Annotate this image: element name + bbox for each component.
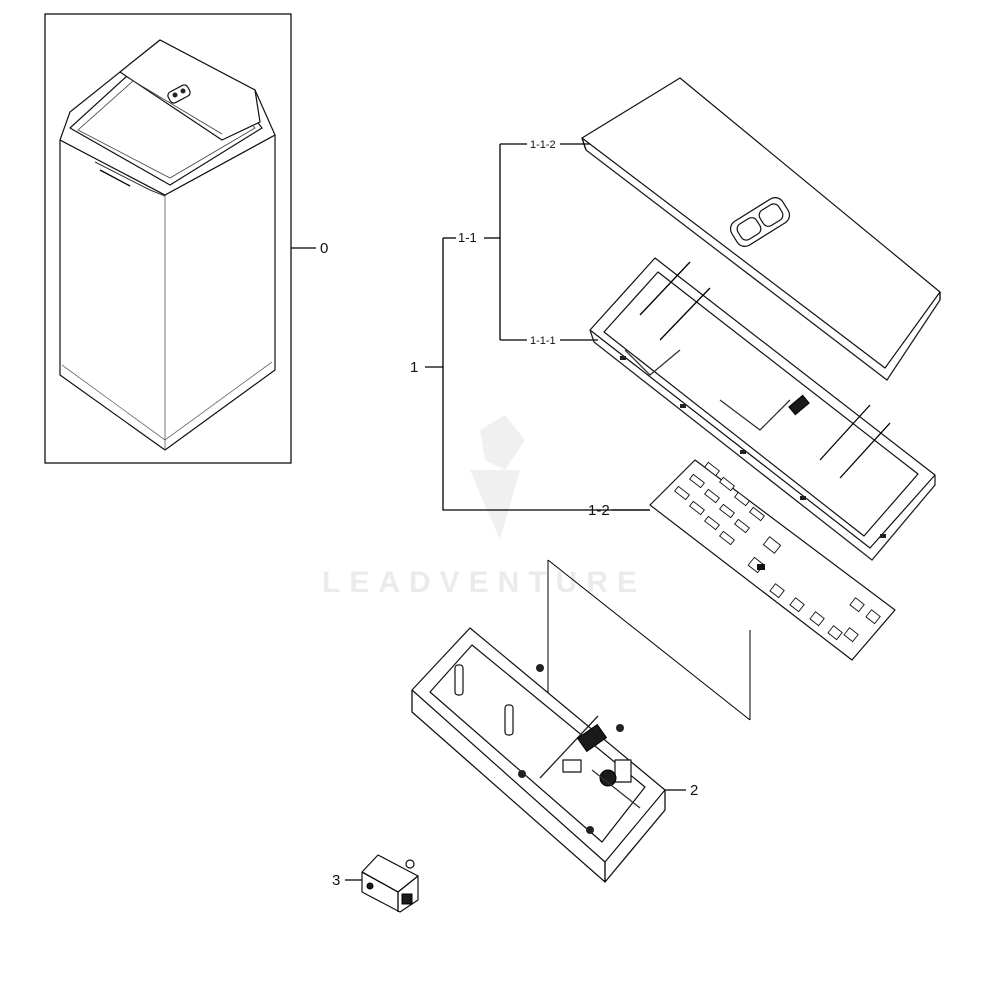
washing-machine-frame [44, 13, 292, 464]
callout-1-1-2: 1-1-2 [530, 139, 556, 151]
callout-1-2: 1-2 [588, 502, 610, 519]
callout-2: 2 [690, 782, 698, 799]
washing-machine-box: 0 [44, 13, 328, 464]
small-component [345, 854, 419, 913]
panel-cover [581, 77, 941, 381]
callout-1: 1 [410, 359, 418, 376]
washing-machine-drawing [59, 39, 276, 451]
watermark-text: LEADVENTURE [322, 566, 646, 599]
callout-1-1-1: 1-1-1 [530, 335, 556, 347]
callout-3: 3 [332, 872, 340, 889]
pcb-housing [411, 559, 751, 883]
panel-frame [589, 257, 936, 561]
callout-0: 0 [320, 240, 328, 257]
callout-1-1: 1-1 [458, 230, 477, 245]
watermark: LEADVENTURE [322, 415, 646, 599]
membrane-sheet [649, 459, 896, 661]
callout-brackets [425, 143, 650, 511]
